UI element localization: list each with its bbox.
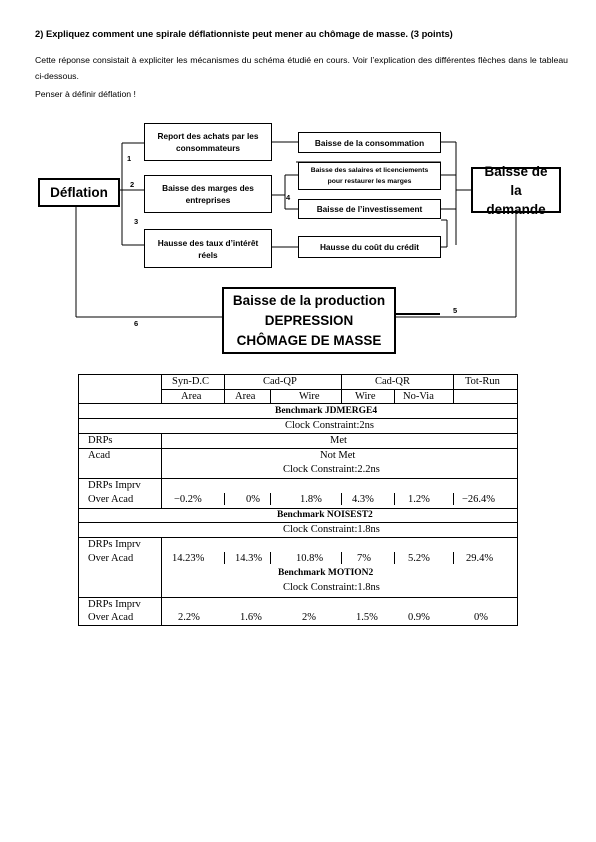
r1-c2: 0% bbox=[246, 494, 260, 505]
production-line-1: Baisse de la production bbox=[232, 292, 386, 308]
baisse-investissement-box: Baisse de l’investissement bbox=[298, 199, 441, 219]
acad-value: Not Met bbox=[320, 450, 356, 461]
r3-c5: 0.9% bbox=[408, 612, 430, 623]
reminder-text: Penser à définir déflation ! bbox=[35, 89, 136, 99]
drps-value: Met bbox=[330, 435, 347, 446]
imprv-label-2b: Over Acad bbox=[88, 553, 134, 564]
r3-c2: 1.6% bbox=[240, 612, 262, 623]
r1-c1: −0.2% bbox=[174, 494, 202, 505]
r1-c4: 4.3% bbox=[352, 494, 374, 505]
imprv-label-1b: Over Acad bbox=[88, 494, 134, 505]
arrow-label-3: 3 bbox=[134, 217, 139, 226]
r2-c6: 29.4% bbox=[466, 553, 494, 564]
r3-c3: 2% bbox=[302, 612, 316, 623]
col-cad-qp: Cad-QP bbox=[263, 376, 297, 387]
imprv-label-3a: DRPs Imprv bbox=[88, 599, 141, 610]
col-syn-dc: Syn-D.C bbox=[172, 376, 210, 387]
col-cad-qr: Cad-QR bbox=[375, 376, 410, 387]
imprv-label-3b: Over Acad bbox=[88, 612, 134, 623]
acad-label: Acad bbox=[88, 450, 111, 461]
clock-constraint-1-8ns-b: Clock Constraint:1.8ns bbox=[283, 582, 380, 593]
r2-c2: 14.3% bbox=[235, 553, 263, 564]
production-box: Baisse de la production DEPRESSION CHÔMA… bbox=[222, 287, 396, 354]
r2-c4: 7% bbox=[357, 553, 371, 564]
arrow-label-6: 6 bbox=[134, 319, 139, 328]
sub-wire-2: Wire bbox=[355, 391, 376, 402]
clock-constraint-1-8ns-a: Clock Constraint:1.8ns bbox=[283, 524, 380, 535]
clock-constraint-2ns: Clock Constraint:2ns bbox=[285, 420, 374, 431]
r2-c5: 5.2% bbox=[408, 553, 430, 564]
r3-c4: 1.5% bbox=[356, 612, 378, 623]
r2-c3: 10.8% bbox=[296, 553, 324, 564]
production-line-2: DEPRESSION bbox=[264, 312, 354, 328]
bench-motion2: Benchmark MOTION2 bbox=[278, 568, 374, 578]
sub-area-1: Area bbox=[181, 391, 202, 402]
baisse-marges-box: Baisse des marges des entreprises bbox=[144, 175, 272, 213]
deflation-box: Déflation bbox=[38, 178, 120, 207]
r1-c5: 1.2% bbox=[408, 494, 430, 505]
question-title: 2) Expliquez comment une spirale déflati… bbox=[35, 28, 453, 39]
r1-c3: 1.8% bbox=[300, 494, 322, 505]
sub-no-via: No-Via bbox=[403, 391, 434, 402]
imprv-label-1a: DRPs Imprv bbox=[88, 480, 141, 491]
clock-constraint-2-2ns: Clock Constraint:2.2ns bbox=[283, 464, 380, 475]
col-tot-run: Tot-Run bbox=[465, 376, 500, 387]
production-line-3: CHÔMAGE DE MASSE bbox=[236, 332, 382, 348]
r3-c1: 2.2% bbox=[178, 612, 200, 623]
arrow-label-5: 5 bbox=[453, 306, 458, 315]
baisse-demande-box: Baisse de la demande bbox=[471, 164, 561, 217]
sub-area-2: Area bbox=[235, 391, 256, 402]
r3-c6: 0% bbox=[474, 612, 488, 623]
arrow-label-4: 4 bbox=[286, 193, 291, 202]
hausse-taux-box: Hausse des taux d’intérêt réels bbox=[144, 229, 272, 268]
hausse-cout-credit-box: Hausse du coût du crédit bbox=[298, 236, 441, 258]
sub-wire-1: Wire bbox=[299, 391, 320, 402]
bench-noisest2: Benchmark NOISEST2 bbox=[277, 510, 373, 520]
imprv-label-2a: DRPs Imprv bbox=[88, 539, 141, 550]
arrow-label-2: 2 bbox=[130, 180, 135, 189]
baisse-consommation-box: Baisse de la consommation bbox=[298, 132, 441, 153]
benchmark-table bbox=[78, 374, 518, 626]
r2-c1: 14.23% bbox=[172, 553, 205, 564]
bench-jdmerge4: Benchmark JDMERGE4 bbox=[275, 406, 378, 416]
drps-label: DRPs bbox=[88, 435, 113, 446]
arrow-label-1: 1 bbox=[127, 154, 132, 163]
r1-c6: −26.4% bbox=[462, 494, 496, 505]
report-achats-box: Report des achats par les consommateurs bbox=[144, 123, 272, 161]
baisse-salaires-box: Baisse des salaires et licenciements pou… bbox=[298, 162, 441, 190]
instruction-text: Cette réponse consistait à expliciter le… bbox=[35, 55, 568, 81]
